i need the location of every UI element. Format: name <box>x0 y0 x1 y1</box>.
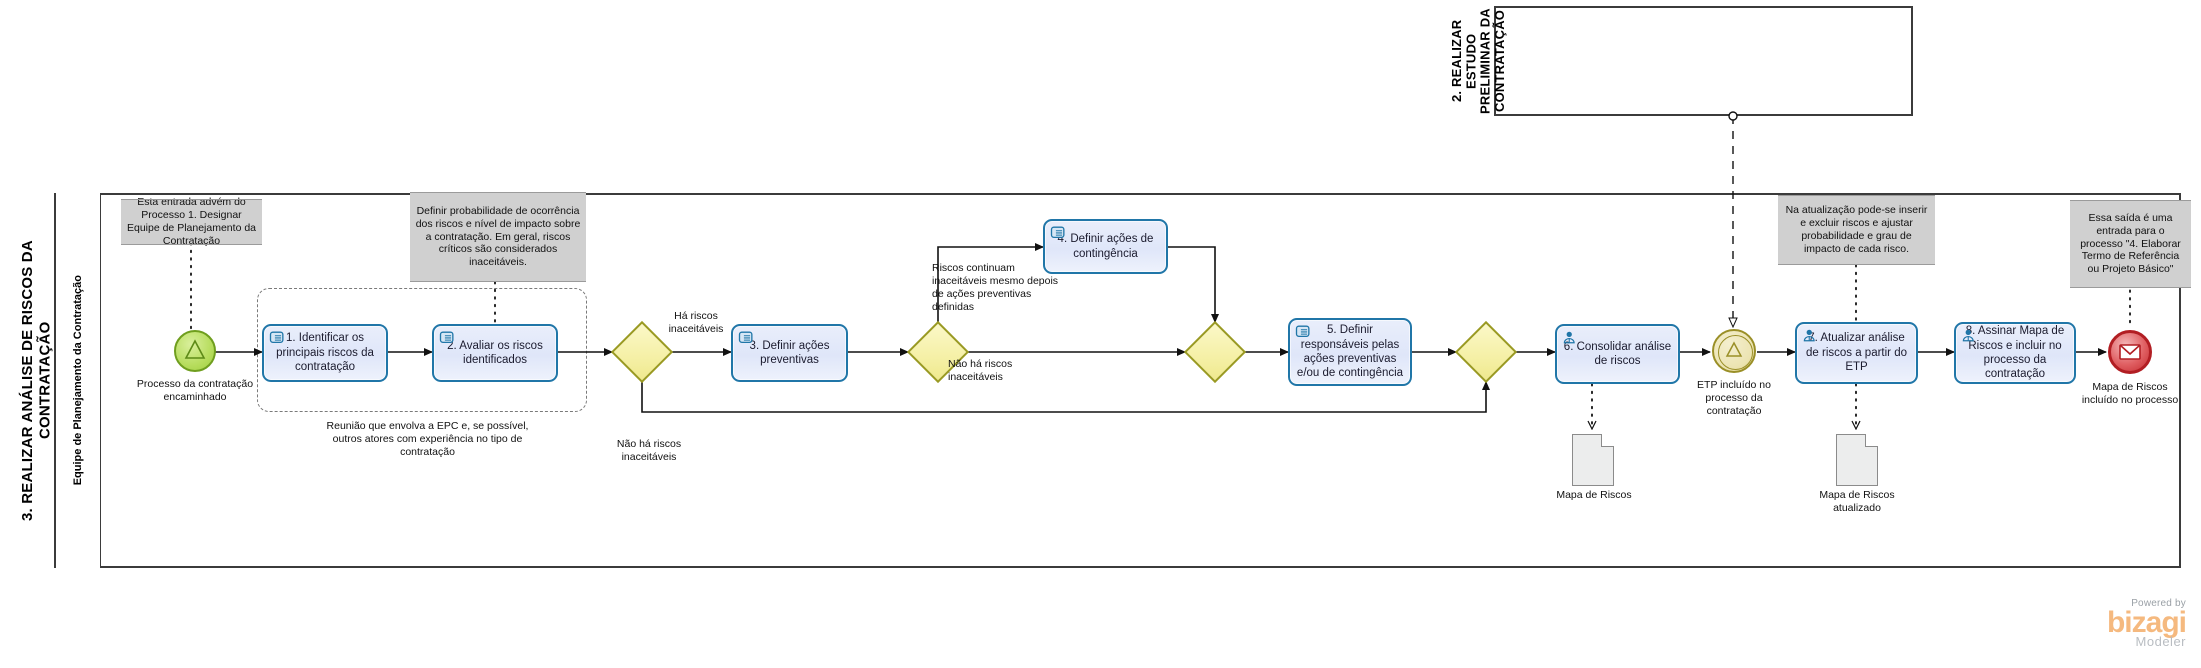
lane-equipe-planejamento-title: Equipe de Planejamento da Contratação <box>56 193 101 568</box>
page-fold-icon <box>1601 434 1614 447</box>
user-task-icon <box>1563 331 1575 344</box>
task-2-label: 2. Avaliar os riscos identificados <box>447 339 543 366</box>
pool-analise-riscos-label: 3. REALIZAR ANÁLISE DE RISCOS DA CONTRAT… <box>18 240 53 521</box>
bizagi-logo: bizagi <box>2106 606 2187 639</box>
pool-estudo-preliminar <box>1463 6 1913 116</box>
user-task-icon <box>1962 329 1974 342</box>
task-5-definir-responsaveis[interactable]: 5. Definir responsáveis pelas ações prev… <box>1288 318 1412 386</box>
task-3-acoes-preventivas[interactable]: 3. Definir ações preventivas <box>731 324 848 382</box>
task-8-label: 8. Assinar Mapa de Riscos e incluir no p… <box>1965 325 2065 381</box>
flow-label-nao-ha-riscos-2: Não há riscos inaceitáveis <box>948 358 1013 384</box>
signal-icon <box>1725 341 1743 357</box>
end-event-label: Mapa de Riscos incluído no processo <box>2081 381 2179 407</box>
manual-task-icon <box>439 331 454 344</box>
flow-label-riscos-continuam: Riscos continuam inaceitáveis mesmo depo… <box>932 262 1059 314</box>
manual-task-icon <box>1050 226 1065 239</box>
annotation-entrada: Esta entrada advém do Processo 1. Design… <box>121 196 262 247</box>
manual-task-icon <box>738 331 753 344</box>
task-6-consolidar-analise[interactable]: 6. Consolidar análise de riscos <box>1555 324 1680 384</box>
powered-by-label: Powered by <box>2131 598 2186 609</box>
flow-label-nao-ha-riscos-1: Não há riscos inaceitáveis <box>616 438 682 464</box>
task-7-atualizar-analise[interactable]: 7. Atualizar análise de riscos a partir … <box>1795 322 1918 384</box>
task-1-identificar-riscos[interactable]: 1. Identificar os principais riscos da c… <box>262 324 388 382</box>
data-object-mapa-riscos-label: Mapa de Riscos <box>1556 489 1632 501</box>
flow-label-ha-riscos: Há riscos inaceitáveis <box>668 310 724 336</box>
task-7-label: 7. Atualizar análise de riscos a partir … <box>1806 332 1907 374</box>
pool-analise-riscos-title: 3. REALIZAR ANÁLISE DE RISCOS DA CONTRAT… <box>18 193 56 568</box>
start-event-label: Processo da contratação encaminhado <box>136 378 254 404</box>
task-6-label: 6. Consolidar análise de riscos <box>1563 340 1672 367</box>
task-4-acoes-contingencia[interactable]: 4. Definir ações de contingência <box>1043 219 1168 274</box>
task-3-label: 3. Definir ações preventivas <box>749 339 830 366</box>
manual-task-icon <box>269 331 284 344</box>
page-fold-icon <box>1865 434 1878 447</box>
annotation-saida: Essa saída é uma entrada para o processo… <box>2070 200 2191 288</box>
task-5-label: 5. Definir responsáveis pelas ações prev… <box>1296 324 1404 380</box>
task-2-avaliar-riscos[interactable]: 2. Avaliar os riscos identificados <box>432 324 558 382</box>
signal-icon <box>184 339 206 359</box>
data-object-mapa-riscos <box>1572 434 1614 486</box>
user-task-icon <box>1803 329 1815 342</box>
manual-task-icon <box>1295 325 1310 338</box>
annotation-probabilidade: Definir probabilidade de ocorrência dos … <box>410 192 586 282</box>
bizagi-edition-label: Modeler <box>2135 633 2186 649</box>
end-event-message[interactable] <box>2108 330 2152 374</box>
annotation-atualizacao: Na atualização pode-se inserir e excluir… <box>1778 195 1935 265</box>
data-object-mapa-riscos-atualizado <box>1836 434 1878 486</box>
group-reuniao-caption: Reunião que envolva a EPC e, se possível… <box>326 420 529 459</box>
task-8-assinar-mapa[interactable]: 8. Assinar Mapa de Riscos e incluir no p… <box>1954 322 2076 384</box>
event-inner-ring <box>1717 334 1753 370</box>
envelope-icon <box>2119 344 2141 360</box>
data-object-mapa-riscos-atualizado-label: Mapa de Riscos atualizado <box>1819 489 1895 515</box>
task-1-label: 1. Identificar os principais riscos da c… <box>276 332 374 374</box>
intermediate-event-etp[interactable] <box>1712 329 1756 373</box>
task-4-label: 4. Definir ações de contingência <box>1057 233 1154 260</box>
intermediate-event-label: ETP incluído no processo da contratação <box>1697 379 1771 418</box>
bizagi-branding: Powered by bizagi Modeler <box>2010 598 2187 649</box>
start-event-signal[interactable] <box>174 330 216 372</box>
pool-estudo-preliminar-label: 2. REALIZAR ESTUDO PRELIMINAR DA CONTRAT… <box>1448 8 1507 114</box>
lane-equipe-planejamento-label: Equipe de Planejamento da Contratação <box>71 275 84 486</box>
pool-estudo-preliminar-title: 2. REALIZAR ESTUDO PRELIMINAR DA CONTRAT… <box>1449 6 1507 116</box>
